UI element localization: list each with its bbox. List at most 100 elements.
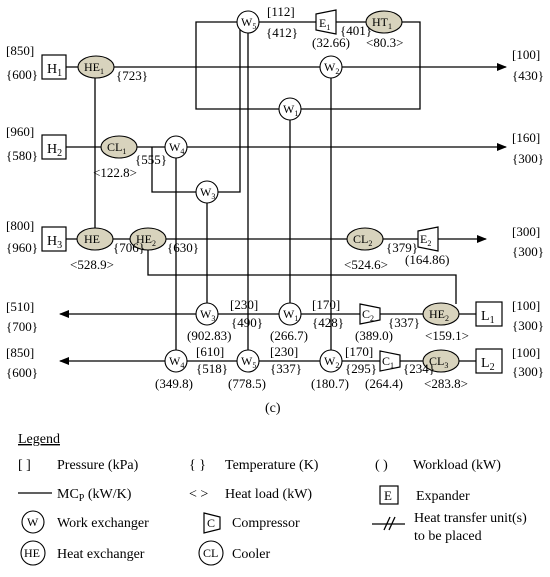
h1-pressure: [850] — [6, 43, 34, 58]
work-exchanger-w4: W4 — [164, 349, 188, 373]
l2-temperature: {300} — [512, 364, 544, 379]
cold-stream-l2: L2 [100] {300} — [475, 345, 544, 379]
h1-box — [41, 54, 67, 80]
svg-text:E1: E1 — [319, 16, 330, 32]
hot-stream-h2: [960] {580} H2 — [6, 124, 67, 163]
legend-cooler: Cooler — [232, 547, 270, 562]
ann-t295: {295} — [345, 361, 377, 376]
ann-w16486: (164.86) — [405, 252, 449, 267]
ann-w2644: (264.4) — [365, 376, 403, 391]
svg-text:HE2: HE2 — [429, 307, 449, 323]
figure-caption: (c) — [265, 401, 281, 416]
cold-outlets: [510] {700} [850] {600} — [6, 299, 38, 380]
legend-temperature-symbol: { } — [189, 458, 206, 473]
cooler-cl2: CL2 — [346, 227, 384, 251]
ann-w90283: (902.83) — [187, 328, 231, 343]
ann-t401: {401} — [340, 23, 372, 38]
ann-h5289: <528.9> — [70, 257, 114, 272]
work-exchanger-w3-top: W3 — [195, 180, 219, 204]
l2-box — [475, 348, 503, 374]
legend-expander: Expander — [416, 489, 470, 504]
legend-expander-box — [379, 485, 399, 505]
work-exchanger-w2-top: W2 — [319, 55, 343, 79]
ann-w1807: (180.7) — [311, 376, 349, 391]
svg-text:W4: W4 — [169, 140, 184, 156]
ann-t706: {706} — [113, 240, 145, 255]
ann-h5246: <524.6> — [344, 257, 388, 272]
l2-out-temperature: {600} — [6, 365, 38, 380]
legend-htu-icon — [372, 516, 405, 531]
ann-p610: [610] — [196, 344, 224, 359]
hot-outlets: [100] {430} [160] {300} [300] {300} — [512, 47, 544, 259]
h2-out-temperature: {300} — [512, 151, 544, 166]
work-exchanger-w1-top: W1 — [278, 97, 302, 121]
legend-workload: Workload (kW) — [413, 458, 501, 473]
svg-text:W1: W1 — [283, 307, 298, 323]
legend-temperature: Temperature (K) — [225, 458, 319, 473]
legend: Legend [ ] Pressure (kPa) { } Temperatur… — [18, 432, 527, 566]
h3-label: H3 — [47, 234, 62, 251]
legend-work-symbol: W — [27, 515, 39, 529]
ann-t518: {518} — [196, 361, 228, 376]
h2-pressure: [960] — [6, 124, 34, 139]
svg-text:W5: W5 — [241, 15, 256, 31]
ann-t379: {379} — [386, 240, 418, 255]
h3-temperature: {960} — [6, 240, 38, 255]
h3-out-temperature: {300} — [512, 244, 544, 259]
l2-out-pressure: [850] — [6, 345, 34, 360]
legend-htu-line1: Heat transfer unit(s) — [414, 511, 527, 526]
ann-h1228: <122.8> — [93, 165, 137, 180]
legend-mcp: MCP (kW/K) — [57, 487, 132, 504]
heat-exchanger-he2-h3: HE2 — [129, 227, 167, 251]
ann-p230a: [230] — [230, 297, 258, 312]
l1-out-temperature: {700} — [6, 319, 38, 334]
ann-p170b: [170] — [345, 344, 373, 359]
ann-t412: {412} — [266, 25, 298, 40]
ann-t337b: {337} — [270, 361, 302, 376]
l1-pressure: [100] — [512, 298, 540, 313]
h2-temperature: {580} — [6, 148, 38, 163]
ann-w3890: (389.0) — [355, 328, 393, 343]
svg-text:W3: W3 — [200, 307, 215, 323]
h1-temperature: {600} — [6, 67, 38, 82]
legend-htu-line2: to be placed — [414, 529, 482, 544]
ann-t234: {234} — [403, 361, 435, 376]
ann-t337a: {337} — [388, 315, 420, 330]
expander-e1: E1 — [315, 9, 337, 35]
ann-h803: <80.3> — [366, 35, 403, 50]
legend-cooler-icon — [198, 540, 224, 566]
work-exchanger-w1: W1 — [278, 302, 302, 326]
legend-heatload-symbol: < > — [189, 487, 208, 502]
svg-text:HE: HE — [84, 232, 100, 246]
svg-text:W3: W3 — [200, 185, 215, 201]
cooler-cl3: CL3 — [422, 349, 460, 373]
hot-stream-h1: [850] {600} H1 — [6, 43, 67, 82]
svg-text:E2: E2 — [420, 232, 431, 248]
stream-lines — [59, 21, 507, 365]
h1-out-temperature: {430} — [512, 68, 544, 83]
h2-out-pressure: [160] — [512, 130, 540, 145]
h3-branch — [147, 239, 457, 304]
svg-text:HT1: HT1 — [372, 15, 392, 31]
legend-hx: Heat exchanger — [57, 547, 145, 562]
h1-label: H1 — [47, 62, 62, 79]
l1-temperature: {300} — [512, 318, 544, 333]
h1-lower-branch — [195, 67, 421, 110]
heat-exchanger-he1: HE1 — [77, 55, 115, 79]
svg-text:W2: W2 — [324, 60, 339, 76]
heat-exchanger-he2-l1: HE2 — [422, 302, 460, 326]
h3-out-pressure: [300] — [512, 224, 540, 239]
work-exchanger-w4-top: W4 — [164, 135, 188, 159]
legend-compressor-symbol: C — [207, 516, 215, 530]
heat-exchanger-he: HE — [76, 227, 114, 251]
legend-workload-symbol: ( ) — [375, 458, 388, 473]
cooler-cl1: CL1 — [100, 135, 138, 159]
h3-pressure: [800] — [6, 218, 34, 233]
svg-text:C2: C2 — [362, 307, 374, 323]
legend-hx-symbol: HE — [24, 546, 40, 560]
legend-pressure-symbol: [ ] — [18, 458, 31, 473]
legend-expander-symbol: E — [384, 488, 392, 503]
ann-p112: [112] — [267, 4, 295, 19]
ann-t630: {630} — [167, 240, 199, 255]
